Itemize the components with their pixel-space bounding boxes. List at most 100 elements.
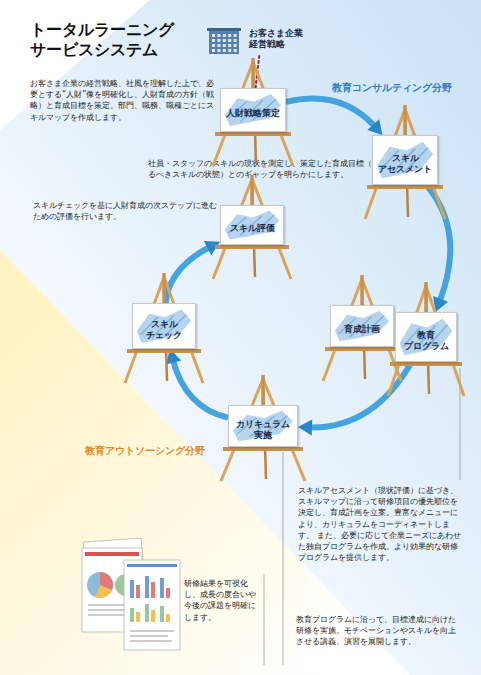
description-text: スキルチェックを基に人財育成の次ステップに進むための評価を行います。 [33,200,223,222]
canvas-face: 教育 プログラム [395,312,457,362]
easel-canvas: 人財戦略策定 [220,88,286,132]
building-body [209,30,239,54]
connector-line [286,98,375,126]
brush-fill [225,94,281,126]
building-window [217,34,220,37]
building-window [223,39,226,42]
building-window [228,44,231,47]
easel-canvas: 育成計画 [330,305,394,347]
bar [151,582,155,598]
description-text: 研修結果を可視化し、成長の度合いや今後の課題を明確にします。 [184,578,260,623]
brush-fill [335,311,390,341]
building-window [223,44,226,47]
canvas-face: 人財戦略策定 [220,88,286,132]
building-window [217,44,220,47]
easel-peg [251,58,255,89]
easel-canvas: カリキュラム 実施 [228,405,298,447]
building-window [212,49,215,52]
bar [160,606,164,622]
easel-peg [250,175,254,206]
brush-streak [228,215,274,236]
canvas-text-holder: 教育 プログラム [396,322,456,353]
canvas-text-holder: スキル アセスメント [373,145,437,176]
easel-tray [325,347,399,351]
building-text-holder: お客さま企業 経営戦略 [249,28,317,51]
description-text: スキルアセスメント（現状評価）に基づき、スキルマップに沿って研修項目の優先順位を… [298,485,463,563]
bar [166,614,170,622]
easel-peg [360,275,364,306]
leader-line [283,452,284,665]
easel-tray [367,185,443,189]
canvas-face: 育成計画 [330,305,394,347]
building-roof [207,28,241,31]
text-line [130,635,168,637]
easel-tray [215,132,291,136]
outsourcing-area [0,250,410,675]
text-line [130,630,174,632]
bar [151,610,155,622]
canvas-text-holder: カリキュラム 実施 [229,411,297,442]
bar [145,576,149,598]
canvas-face: カリキュラム 実施 [228,405,298,447]
building-window [234,39,237,42]
easel-peg [424,282,428,313]
canvas-text-holder: スキル チェック [133,311,195,342]
connector-line [173,360,228,418]
easel-tray [223,447,303,451]
arrow-head [298,420,312,436]
cycle-arrow [286,98,383,135]
canvas-text-holder: 人財戦略策定 [226,100,280,119]
report-illustration [82,538,180,650]
canvas-text-holder: 育成計画 [344,316,380,335]
cycle-arrow [166,349,228,418]
description-text: お客さま企業の経営戦略、社風を理解した上で、必要とする“人財”像を明確化し、人財… [30,78,218,123]
text-line [130,640,172,642]
canvas-text-holder: スキル評価 [230,215,275,234]
diagram-title: トータルラーニング サービスシステム [30,20,192,60]
bar [130,580,134,598]
text-line [88,609,128,611]
building-window [212,44,215,47]
pie-chart [87,572,113,598]
node-text: お客さま企業 経営戦略 [249,28,317,51]
cycle-arrow [166,241,220,303]
easel-tray [390,362,462,366]
building-window [223,49,226,52]
node-text: スキル評価 [230,215,275,234]
building-icon [205,26,245,56]
node-text: 人財戦略策定 [226,100,280,119]
building-window [217,49,220,52]
node-text: スキル チェック [133,311,195,342]
building-window [217,39,220,42]
easel-peg [403,105,407,136]
report-header [85,552,139,556]
node-text: 育成計画 [344,316,380,335]
easel-tray [127,349,201,353]
canvas-face: スキル評価 [220,205,284,245]
bar [145,604,149,622]
building-window [223,34,226,37]
bar [160,578,164,598]
easel-canvas: スキル チェック [132,303,196,349]
node-text: 教育 プログラム [396,322,456,353]
canvas-face: スキル チェック [132,303,196,349]
leader-line [264,574,265,665]
description-text: 社員・スタッフのスキルの現状を測定し、策定した育成目標（あるべきスキルの状態）と… [148,158,380,180]
building-window [228,34,231,37]
pie-slice [95,585,112,598]
brush-fill [225,211,280,240]
field-heading: 教育アウトソーシング分野 [85,445,225,457]
connector-line [166,247,210,303]
building-window [212,39,215,42]
field-heading: 教育コンサルティング分野 [332,82,472,94]
easel-canvas: スキル評価 [220,205,284,245]
node-text: スキル アセスメント [373,145,437,176]
bar [136,585,140,598]
building-window [234,44,237,47]
node-text: カリキュラム 実施 [229,411,297,442]
report-header [127,564,177,567]
brush-streak [338,316,384,338]
